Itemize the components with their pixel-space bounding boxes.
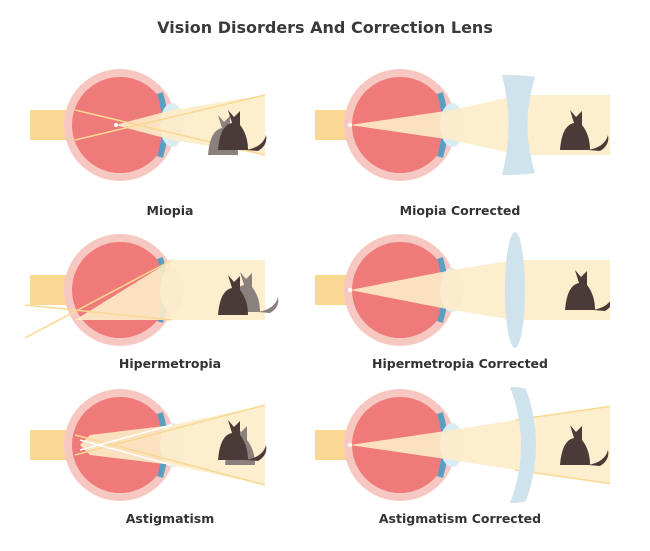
caption-hipermetropia: Hipermetropia [118,356,222,371]
toric-lens [510,387,536,503]
miopia-corrected-illustration [315,69,610,181]
hipermetropia-illustration [24,234,279,346]
focal-point [348,288,352,292]
caption-miopia: Miopia [146,203,194,218]
cat-icon [218,110,267,151]
cat-icon [218,275,248,315]
light-cone [350,260,610,320]
astigmatism-illustration [30,389,267,501]
focal-point [348,443,352,447]
panel-hipermetropia [20,220,320,390]
hipermetropia-corrected-illustration [315,232,610,348]
panel-astigmatism-corrected [310,375,610,545]
miopia-illustration [30,69,267,181]
focal-point [348,123,352,127]
caption-astigmatism: Astigmatism [125,511,215,526]
cat-icon [560,110,609,151]
concave-lens [502,75,535,175]
cat-icon [560,425,609,466]
caption-miopia-corrected: Miopia Corrected [399,203,521,218]
light-cone [350,406,610,484]
caption-hipermetropia-corrected: Hipermetropia Corrected [372,356,548,371]
light-cone [80,405,265,485]
panel-astigmatism [20,375,320,545]
caption-astigmatism-corrected: Astigmatism Corrected [378,511,542,526]
convex-lens [505,232,525,348]
focal-point [114,123,118,127]
light-cone [75,260,265,320]
diagram-title: Vision Disorders And Correction Lens [157,18,493,37]
astigmatism-corrected-illustration [315,387,610,503]
cat-icon [218,420,267,461]
panel-miopia-corrected [310,55,610,225]
optic-nerve [30,430,75,460]
panel-miopia [20,55,320,225]
panel-hipermetropia-corrected [310,220,610,390]
optic-nerve [30,275,75,305]
cat-icon [565,270,610,311]
optic-nerve [30,110,75,140]
light-cone [350,95,610,155]
